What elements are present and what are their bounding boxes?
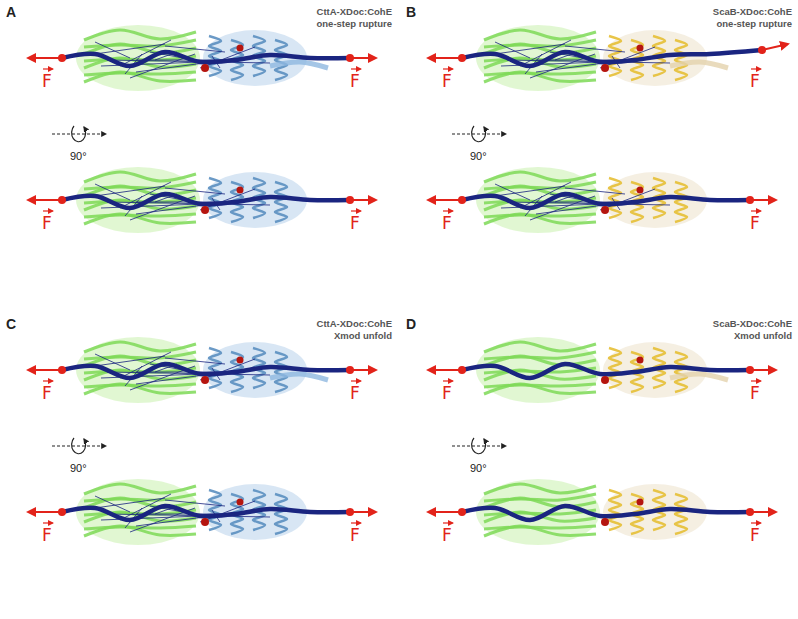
force-label: F [442, 520, 452, 544]
vector-arrow [751, 522, 761, 523]
rotation-symbol [452, 126, 506, 142]
protein-view [428, 479, 776, 545]
panel-subtitle: one-step rupture [717, 18, 792, 30]
panel-letter: D [406, 316, 416, 332]
force-label: F [42, 520, 52, 544]
force-label: F [350, 66, 360, 90]
force-label: F [750, 378, 760, 402]
rotation-label: 90° [470, 462, 487, 474]
force-label: F [750, 66, 760, 90]
vector-arrow [751, 210, 761, 211]
vector-arrow [443, 522, 453, 523]
vector-arrow [443, 68, 453, 69]
protein-view [28, 167, 376, 233]
force-label: F [750, 520, 760, 544]
force-label: F [42, 378, 52, 402]
panel-title: ScaB-XDoc:CohE [713, 318, 792, 330]
rotation-label: 90° [70, 462, 87, 474]
vector-arrow [43, 68, 53, 69]
force-label: F [42, 66, 52, 90]
panel-title: CttA-XDoc:CohE [317, 318, 392, 330]
protein-view [428, 337, 776, 403]
force-label: F [350, 520, 360, 544]
rotation-symbol [452, 438, 506, 454]
panel-letter: C [6, 316, 16, 332]
vector-arrow [43, 210, 53, 211]
panel-title: CttA-XDoc:CohE [317, 6, 392, 18]
force-label: F [350, 208, 360, 232]
vector-arrow [351, 522, 361, 523]
vector-arrow [351, 380, 361, 381]
vector-arrow [43, 380, 53, 381]
vector-arrow [43, 522, 53, 523]
vector-arrow [351, 68, 361, 69]
protein-view [28, 337, 376, 403]
rotation-label: 90° [70, 150, 87, 162]
protein-view [28, 25, 376, 91]
force-label: F [442, 66, 452, 90]
force-label: F [442, 378, 452, 402]
rotation-symbol [52, 438, 106, 454]
vector-arrow [351, 210, 361, 211]
panel-subtitle: Xmod unfold [734, 330, 792, 342]
rotation-symbol [52, 126, 106, 142]
panel-letter: A [6, 4, 16, 20]
force-label: F [750, 208, 760, 232]
panel-subtitle: Xmod unfold [334, 330, 392, 342]
force-label: F [442, 208, 452, 232]
force-label: F [350, 378, 360, 402]
protein-view [28, 479, 376, 545]
panel-subtitle: one-step rupture [317, 18, 392, 30]
vector-arrow [751, 380, 761, 381]
vector-arrow [443, 380, 453, 381]
panel-letter: B [406, 4, 416, 20]
vector-arrow [751, 68, 761, 69]
protein-view [428, 25, 788, 91]
panel-title: ScaB-XDoc:CohE [713, 6, 792, 18]
protein-view [428, 167, 776, 233]
rotation-label: 90° [470, 150, 487, 162]
force-label: F [42, 208, 52, 232]
vector-arrow [443, 210, 453, 211]
